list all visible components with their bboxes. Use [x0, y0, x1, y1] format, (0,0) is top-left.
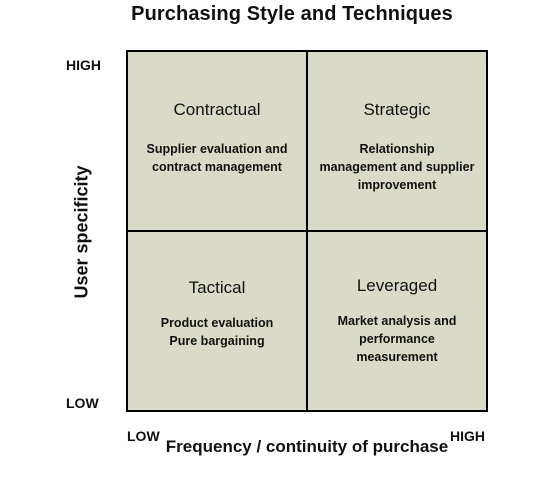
quadrant-contractual: Contractual Supplier evaluation and cont… — [128, 52, 306, 230]
diagram-title: Purchasing Style and Techniques — [131, 3, 453, 25]
x-axis-high-label: HIGH — [450, 428, 485, 444]
quadrant-description: Supplier evaluation and contract managem… — [146, 142, 288, 174]
quadrant-name: Contractual — [173, 100, 261, 119]
quadrant-tactical: Tactical Product evaluation Pure bargain… — [128, 232, 306, 410]
y-axis-title: User specificity — [71, 165, 92, 299]
quadrant-name: Tactical — [188, 278, 246, 297]
quadrant-grid: Contractual Supplier evaluation and cont… — [126, 50, 488, 412]
quadrant-name: Leveraged — [356, 276, 438, 295]
quadrant-strategic: Strategic Relationship management and su… — [308, 52, 486, 230]
y-axis-low-label: LOW — [66, 395, 99, 411]
quadrant-description: Relationship management and supplier imp… — [319, 142, 475, 192]
quadrant-description: Market analysis and performance measurem… — [337, 314, 457, 364]
quadrant-description: Product evaluation Pure bargaining — [160, 316, 274, 348]
y-axis-high-label: HIGH — [66, 57, 101, 73]
x-axis-low-label: LOW — [127, 428, 160, 444]
quadrant-leveraged: Leveraged Market analysis and performanc… — [308, 232, 486, 410]
x-axis-title: Frequency / continuity of purchase — [165, 437, 449, 456]
quadrant-name: Strategic — [363, 100, 431, 119]
